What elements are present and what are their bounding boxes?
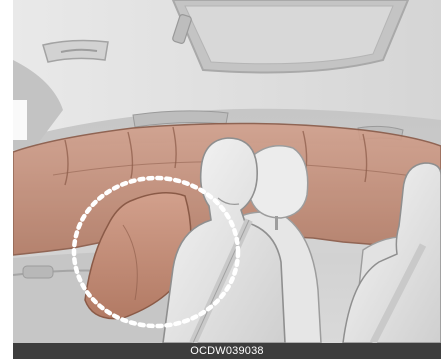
curtain-airbag-illustration <box>13 0 441 343</box>
grab-handle <box>43 41 108 62</box>
figure-code: OCDW039038 <box>13 344 441 358</box>
figure-code-bar: OCDW039038 <box>13 343 441 359</box>
